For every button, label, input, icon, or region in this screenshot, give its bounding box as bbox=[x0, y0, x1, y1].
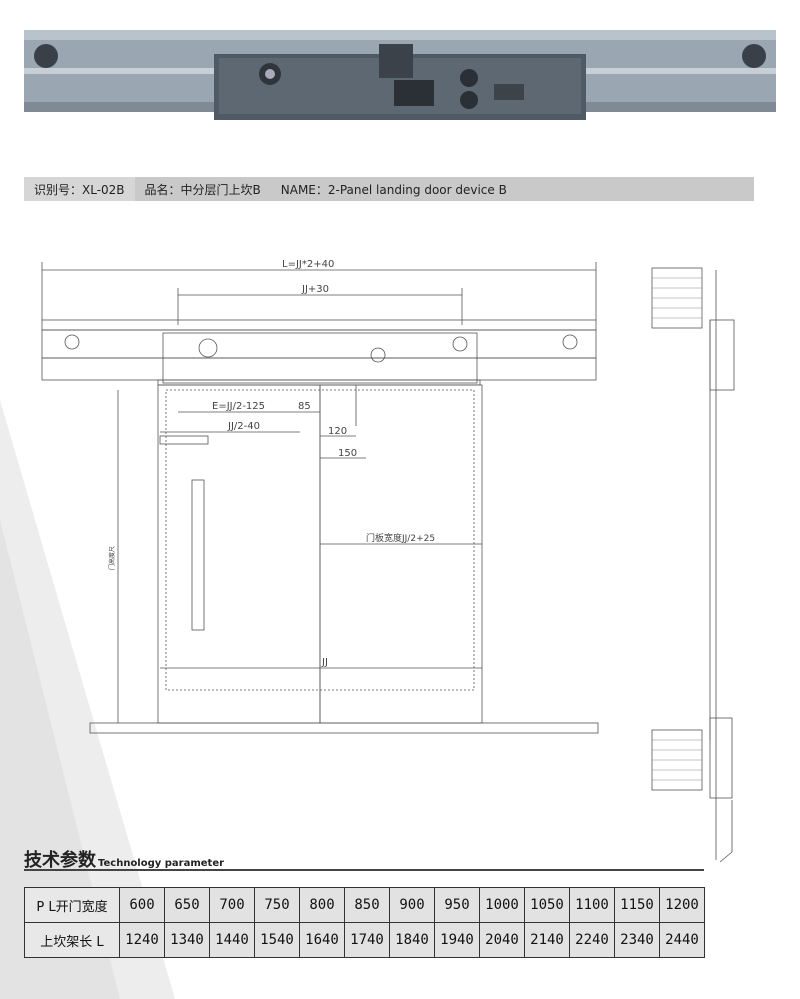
product-info-bar: 识别号：XL-02B 品名：中分层门上坎B NAME：2-Panel landi… bbox=[24, 177, 754, 201]
table-row-length: 上坎架长 L 1240 1340 1440 1540 1640 1740 184… bbox=[24, 922, 705, 958]
width-cell: 900 bbox=[389, 887, 435, 923]
dim-height: 门高度尺 bbox=[108, 546, 116, 570]
length-cell: 1340 bbox=[164, 922, 210, 958]
product-name-en: NAME：2-Panel landing door device B bbox=[280, 182, 507, 197]
length-cell: 1840 bbox=[389, 922, 435, 958]
product-photo bbox=[24, 30, 776, 120]
dim-150: 150 bbox=[338, 448, 357, 459]
width-cell: 700 bbox=[209, 887, 255, 923]
length-cell: 2340 bbox=[614, 922, 660, 958]
width-cell: 650 bbox=[164, 887, 210, 923]
width-cell: 1000 bbox=[479, 887, 525, 923]
dim-door-gap: 门板宽度JJ/2+25 bbox=[366, 532, 435, 544]
width-cell: 600 bbox=[119, 887, 165, 923]
dim-JJ30: JJ+30 bbox=[301, 284, 329, 295]
length-cell: 1440 bbox=[209, 922, 255, 958]
length-cell: 1240 bbox=[119, 922, 165, 958]
table-row-width: P L开门宽度 600 650 700 750 800 850 900 950 … bbox=[24, 887, 705, 923]
product-name-cn: 品名：中分层门上坎B bbox=[144, 182, 261, 197]
length-cell: 2240 bbox=[569, 922, 615, 958]
dim-E: E=JJ/2-125 bbox=[212, 401, 265, 412]
product-id: 识别号：XL-02B bbox=[24, 177, 135, 201]
spec-table: P L开门宽度 600 650 700 750 800 850 900 950 … bbox=[24, 887, 705, 958]
row-label-width: P L开门宽度 bbox=[24, 887, 120, 923]
width-cell: 950 bbox=[434, 887, 480, 923]
width-cell: 1050 bbox=[524, 887, 570, 923]
length-cell: 2140 bbox=[524, 922, 570, 958]
dim-L: L=JJ*2+40 bbox=[282, 259, 334, 270]
width-cell: 750 bbox=[254, 887, 300, 923]
width-cell: 800 bbox=[299, 887, 345, 923]
tech-title-zh: 技术参数 bbox=[24, 850, 96, 871]
width-cell: 1150 bbox=[614, 887, 660, 923]
tech-parameter-title: 技术参数 Technology parameter bbox=[24, 846, 224, 872]
length-cell: 1940 bbox=[434, 922, 480, 958]
length-cell: 1640 bbox=[299, 922, 345, 958]
technical-drawing: L=JJ*2+40 JJ+30 E=JJ/2-125 85 JJ/2-40 12… bbox=[41, 259, 735, 863]
width-cell: 1200 bbox=[659, 887, 705, 923]
tech-title-en: Technology parameter bbox=[98, 858, 225, 869]
dim-85: 85 bbox=[298, 401, 311, 412]
width-cell: 1100 bbox=[569, 887, 615, 923]
length-cell: 2440 bbox=[659, 922, 705, 958]
length-cell: 2040 bbox=[479, 922, 525, 958]
tech-divider bbox=[24, 869, 704, 871]
dim-JJ: JJ bbox=[321, 657, 328, 668]
dim-JJ2-40: JJ/2-40 bbox=[227, 421, 260, 432]
length-cell: 1740 bbox=[344, 922, 390, 958]
width-cell: 850 bbox=[344, 887, 390, 923]
dim-120: 120 bbox=[328, 426, 347, 437]
row-label-length: 上坎架长 L bbox=[24, 922, 120, 958]
length-cell: 1540 bbox=[254, 922, 300, 958]
